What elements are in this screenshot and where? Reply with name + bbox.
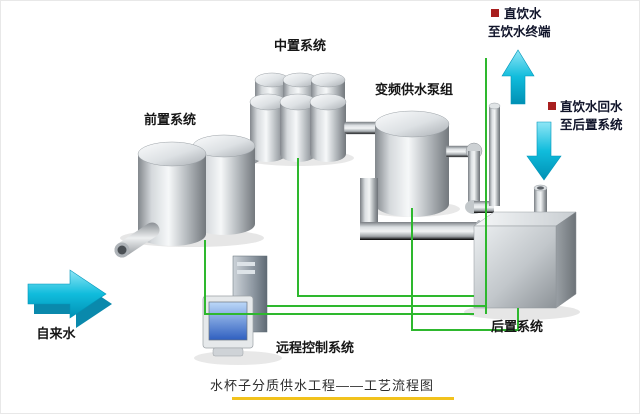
- return-label-line1: 直饮水回水: [560, 99, 623, 114]
- middle-system-tanks: [249, 72, 347, 162]
- diagram-title: 水杯子分质供水工程——工艺流程图: [210, 378, 434, 393]
- middle-system-label: 中置系统: [274, 38, 326, 53]
- computer-monitor: [202, 295, 254, 357]
- supply-label-line2: 至饮水终端: [488, 24, 551, 39]
- pipe-middle-to-pump: [343, 121, 379, 135]
- front-system-label: 前置系统: [144, 112, 196, 127]
- return-label-line2: 至后置系统: [560, 117, 623, 132]
- return-arrow-down-icon: [526, 121, 562, 181]
- pump-group-label: 变频供水泵组: [375, 82, 453, 97]
- supply-bullet-icon: [491, 9, 499, 17]
- green-line-middle: [297, 158, 474, 297]
- green-pipelines: [204, 58, 519, 331]
- tap-water-arrow: [27, 269, 112, 328]
- main-pipe: [360, 178, 483, 242]
- front-outlet-pipe: [114, 222, 160, 258]
- front-system-tanks: [137, 134, 256, 246]
- riser-pipe: [488, 102, 501, 206]
- post-system-box: [473, 184, 577, 309]
- pump-tank: [374, 110, 450, 217]
- title-underline: [232, 397, 454, 400]
- remote-control-label: 远程控制系统: [276, 340, 354, 355]
- valve-assembly: [445, 142, 494, 214]
- supply-arrow-up-icon: [501, 49, 535, 105]
- tap-water-label: 自来水: [36, 326, 76, 341]
- green-line-pump: [411, 208, 519, 331]
- post-system-label: 后置系统: [491, 319, 543, 334]
- green-line-front: [204, 240, 474, 315]
- supply-label-line1: 直饮水: [504, 6, 542, 21]
- return-bullet-icon: [548, 102, 556, 110]
